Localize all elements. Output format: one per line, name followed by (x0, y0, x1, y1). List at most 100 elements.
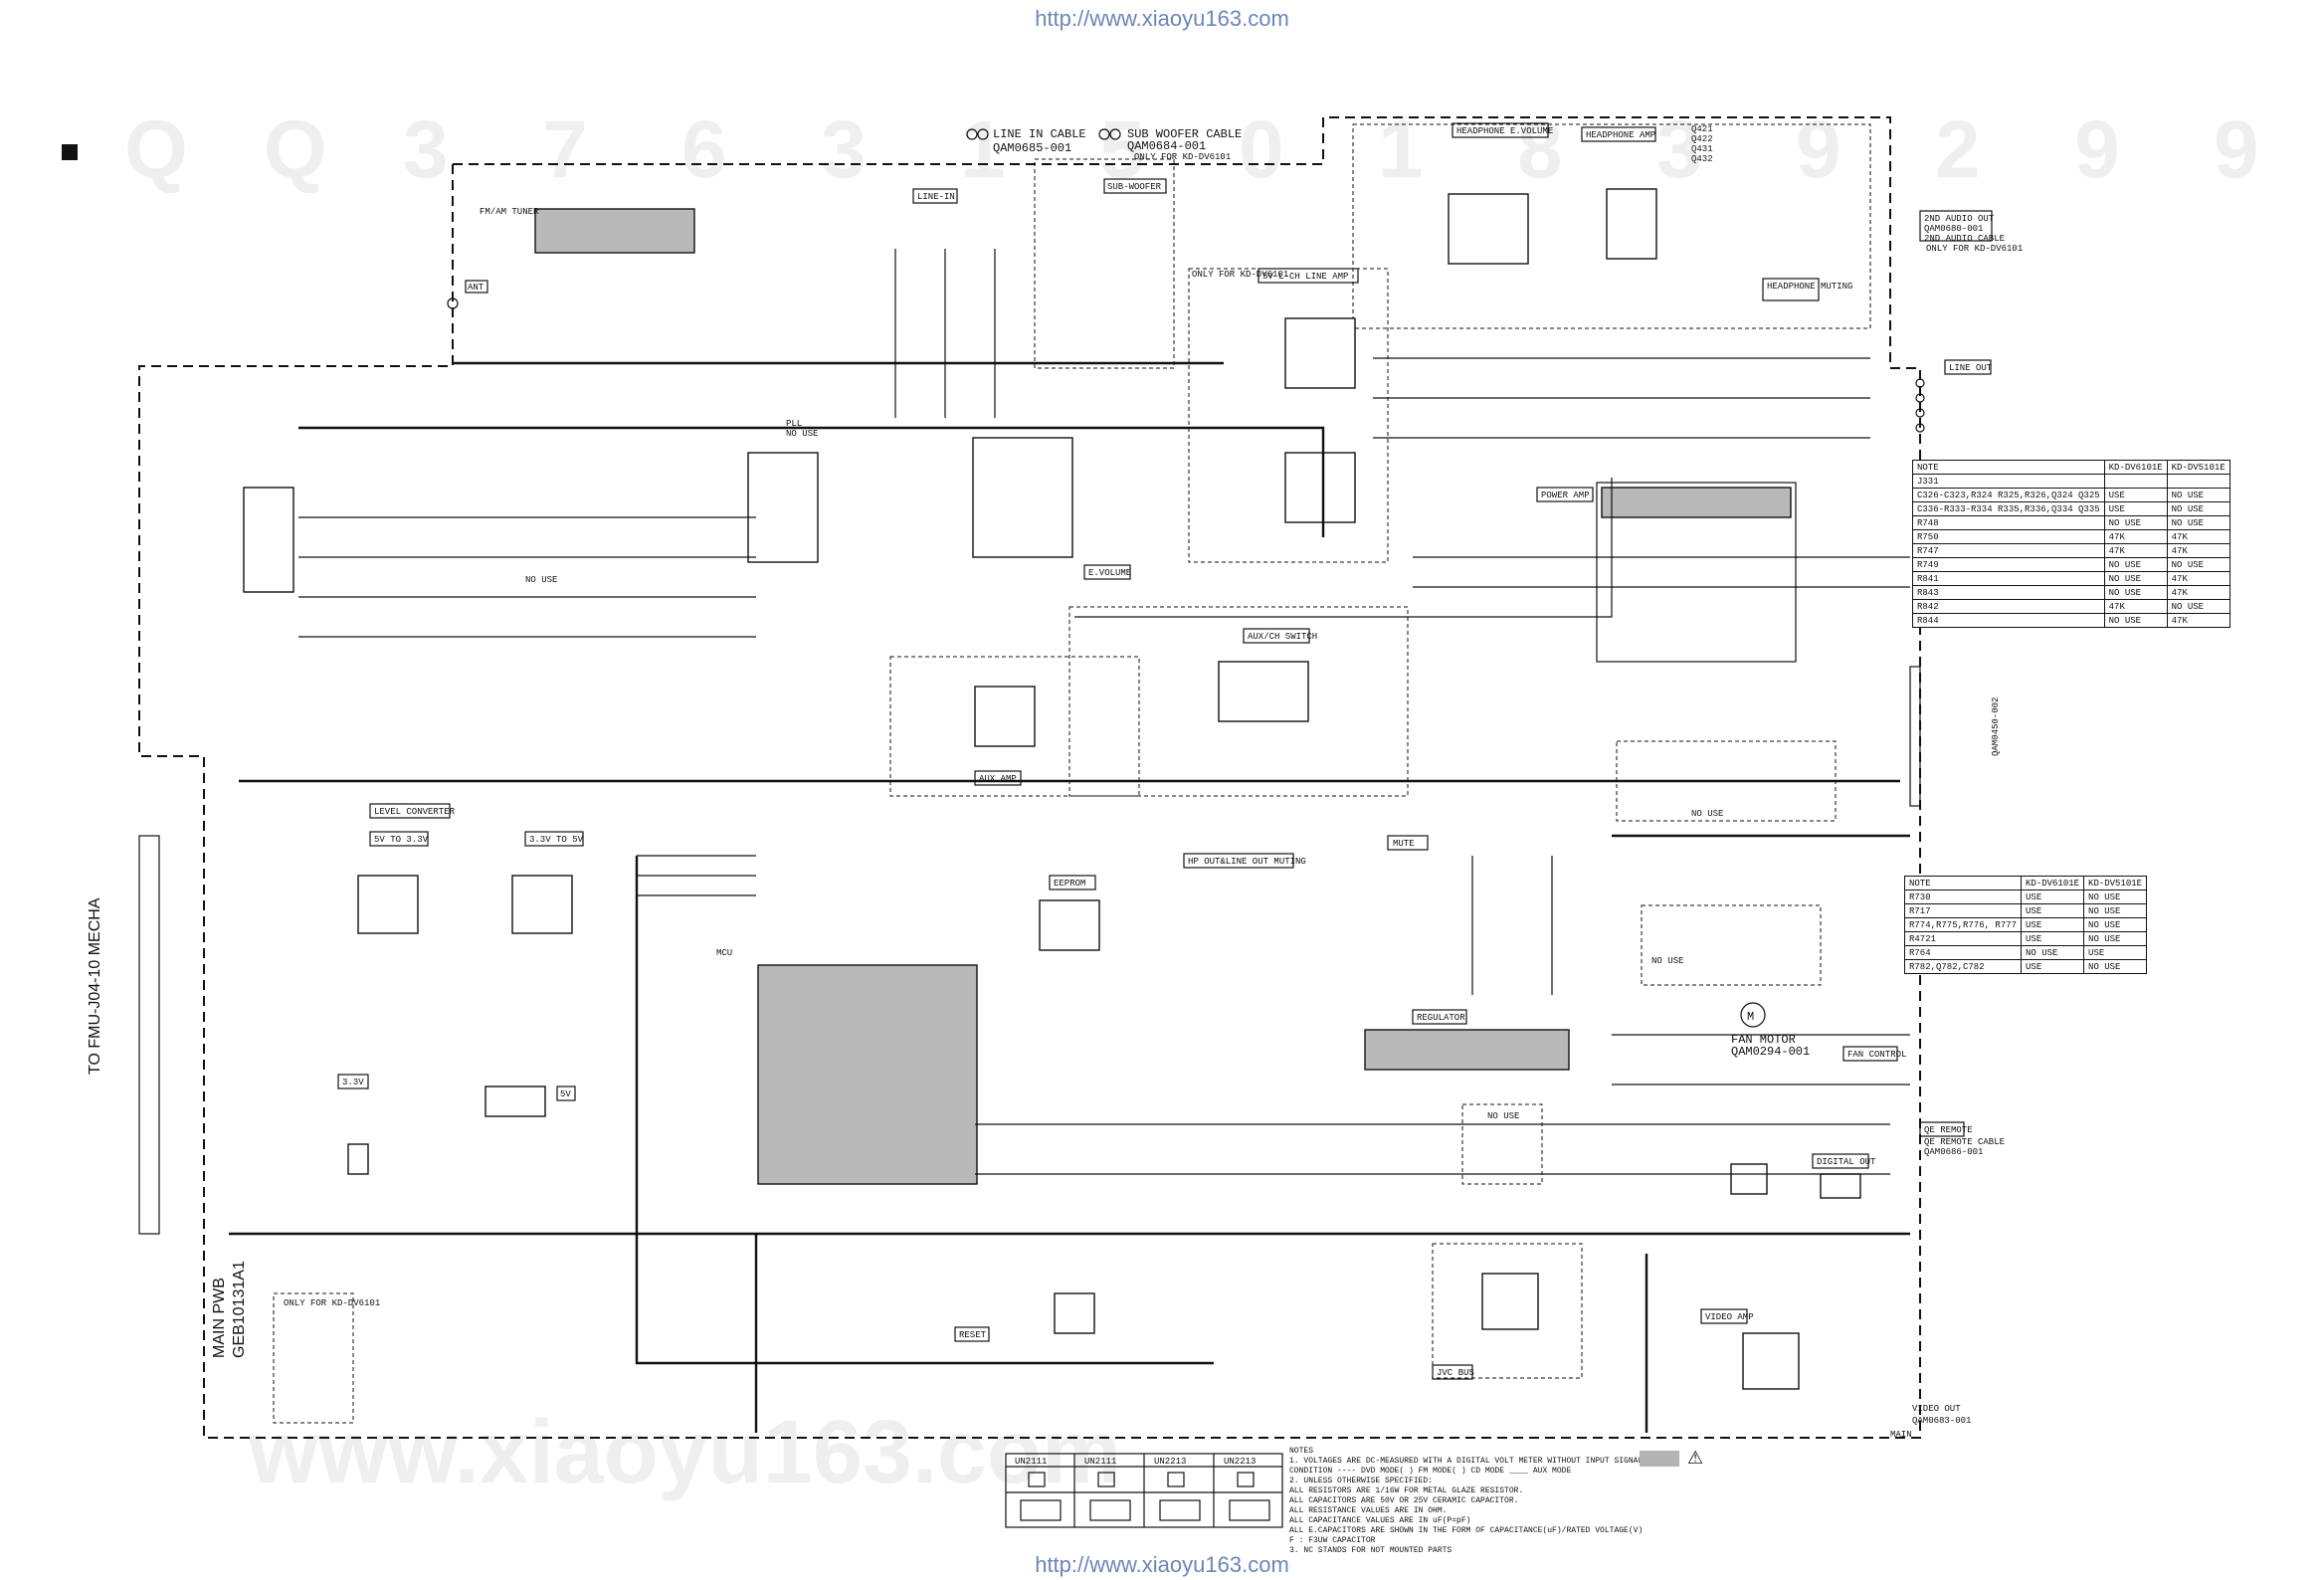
table-cell: USE (2021, 917, 2085, 932)
table-cell: NO USE (2103, 515, 2168, 530)
no-use-fan: NO USE (1651, 956, 1683, 966)
table-cell (2103, 474, 2168, 489)
svg-text:Q432: Q432 (1691, 154, 1713, 164)
table-header-cell: KD-DV6101E (2021, 876, 2085, 890)
mcu-label: MCU (716, 948, 732, 958)
qe-remote-box (1919, 1121, 1965, 1137)
table-cell: R748 (1912, 515, 2105, 530)
board-outline (138, 116, 1921, 1439)
watermark-char: Q (264, 104, 327, 195)
watermark-char: 3 (1656, 104, 1702, 195)
source-url-top[interactable]: http://www.xiaoyu163.com (1035, 6, 1289, 31)
table-cell: NO USE (2103, 571, 2168, 586)
regulator-label: REGULATOR (1417, 1013, 1465, 1023)
eeprom-ic (1039, 899, 1100, 951)
fan-control-box (1842, 1046, 1898, 1062)
watermark-char: 0 (1239, 104, 1284, 195)
regulator-box (1412, 1009, 1467, 1025)
table-cell: J331 (1912, 474, 2105, 489)
table-header-cell: KD-DV5101E (2083, 876, 2148, 890)
e-volume-box (1083, 564, 1131, 580)
mecha-label: TO FMU-J04-10 MECHA (87, 897, 103, 1075)
table-cell: C336-R333-R334 R335,R336,Q334 Q335 (1912, 501, 2105, 516)
digital-out-module (1820, 1173, 1861, 1199)
table-cell: 47K (2103, 543, 2168, 558)
note-line: 2. UNLESS OTHERWISE SPECIFIED: (1289, 1477, 1434, 1485)
digital-gate (1730, 1163, 1768, 1195)
table-cell: NO USE (2083, 889, 2148, 904)
video-amp-box (1700, 1308, 1748, 1324)
sub-woofer-jack-2 (1109, 128, 1121, 140)
ant-jack (447, 297, 459, 309)
note-line: F : F3UW CAPACITOR (1289, 1536, 1376, 1545)
reset-label: RESET (959, 1330, 987, 1340)
reset-box (954, 1326, 990, 1342)
part-022: QAM0450-002 (1991, 697, 2001, 756)
table-cell: NO USE (2103, 585, 2168, 600)
watermark-char: 9 (2074, 104, 2120, 195)
hp-transistor-labels: Q421 Q422 Q431 Q432 (1691, 124, 1713, 164)
board-number: GEB10131A1 (231, 1261, 248, 1358)
table-cell: R749 (1912, 557, 2105, 572)
v33-box (337, 1074, 369, 1089)
table-cell: USE (2021, 931, 2085, 946)
unit-3: UN2213 (1154, 1457, 1186, 1467)
mute-label: MUTE (1393, 839, 1415, 849)
pll-label: PLL (786, 419, 802, 429)
table-cell: NO USE (2103, 613, 2168, 628)
table-cell: 47K (2166, 613, 2230, 628)
pll-ic (747, 452, 819, 563)
second-audio-out: 2ND AUDIO OUT (1924, 214, 1995, 224)
no-use-region-fan (1641, 904, 1822, 986)
table-cell: R841 (1912, 571, 2105, 586)
table-cell: C326-C323,R324 R325,R326,Q324 Q325 (1912, 488, 2105, 502)
aux-amp-box (974, 770, 1022, 786)
fan-motor-symbol (1740, 1002, 1766, 1028)
ant-box (465, 280, 488, 294)
hp-muting-box (1762, 278, 1820, 301)
fan-motor-part: QAM0294-001 (1731, 1045, 1810, 1059)
no-use-right: NO USE (1691, 809, 1723, 819)
svg-text:Q421: Q421 (1691, 124, 1713, 134)
level-converter-box (369, 803, 451, 819)
table-cell: NO USE (2166, 599, 2230, 614)
power-amp-label: POWER AMP (1541, 491, 1590, 500)
jvc-bus-ic (1481, 1273, 1539, 1330)
hp-muting-line-label: HP OUT&LINE OUT MUTING (1188, 857, 1306, 867)
fan-control-label: FAN CONTROL (1847, 1050, 1906, 1060)
left-ic (243, 487, 294, 593)
tuner-label: FM/AM TUNER (480, 207, 539, 217)
jvc-bus-label: JVC BUS (1437, 1368, 1474, 1378)
table-cell: NO USE (2083, 903, 2148, 918)
level-converter-label: LEVEL CONVERTER (374, 807, 456, 817)
hp-amp-box (1581, 126, 1656, 142)
watermark-char: 6 (681, 104, 727, 195)
v5-box (556, 1086, 576, 1101)
second-audio-cable: 2ND AUDIO CABLE (1924, 234, 2005, 244)
no-use-left: NO USE (525, 575, 557, 585)
digital-out-label: DIGITAL OUT (1817, 1157, 1876, 1167)
line-out-box (1944, 359, 1992, 375)
sub-woofer-region (1034, 158, 1175, 369)
note-line: 3. NC STANDS FOR NOT MOUNTED PARTS (1289, 1546, 1452, 1555)
aux-switch-region (1068, 606, 1409, 797)
v5-label: 5V (560, 1089, 571, 1099)
source-url-bottom[interactable]: http://www.xiaoyu163.com (1035, 1552, 1289, 1577)
note-line: ALL CAPACITANCE VALUES ARE IN uF(P=pF) (1289, 1516, 1471, 1525)
hp-evol-box (1452, 122, 1549, 138)
mute-box (1387, 835, 1429, 851)
regulator-ic (1364, 1029, 1570, 1071)
sub-woofer-block-label: SUB-WOOFER (1107, 182, 1162, 192)
e-volume-label: E.VOLUME (1088, 568, 1131, 578)
page-marker (62, 144, 78, 160)
table-cell: USE (2021, 889, 2085, 904)
conv-33v-5v-label: 3.3V TO 5V (529, 835, 584, 845)
table-cell: R782,Q782,C782 (1903, 959, 2023, 974)
table-cell: NO USE (2083, 959, 2148, 974)
aux-switch-ic (1218, 661, 1309, 722)
